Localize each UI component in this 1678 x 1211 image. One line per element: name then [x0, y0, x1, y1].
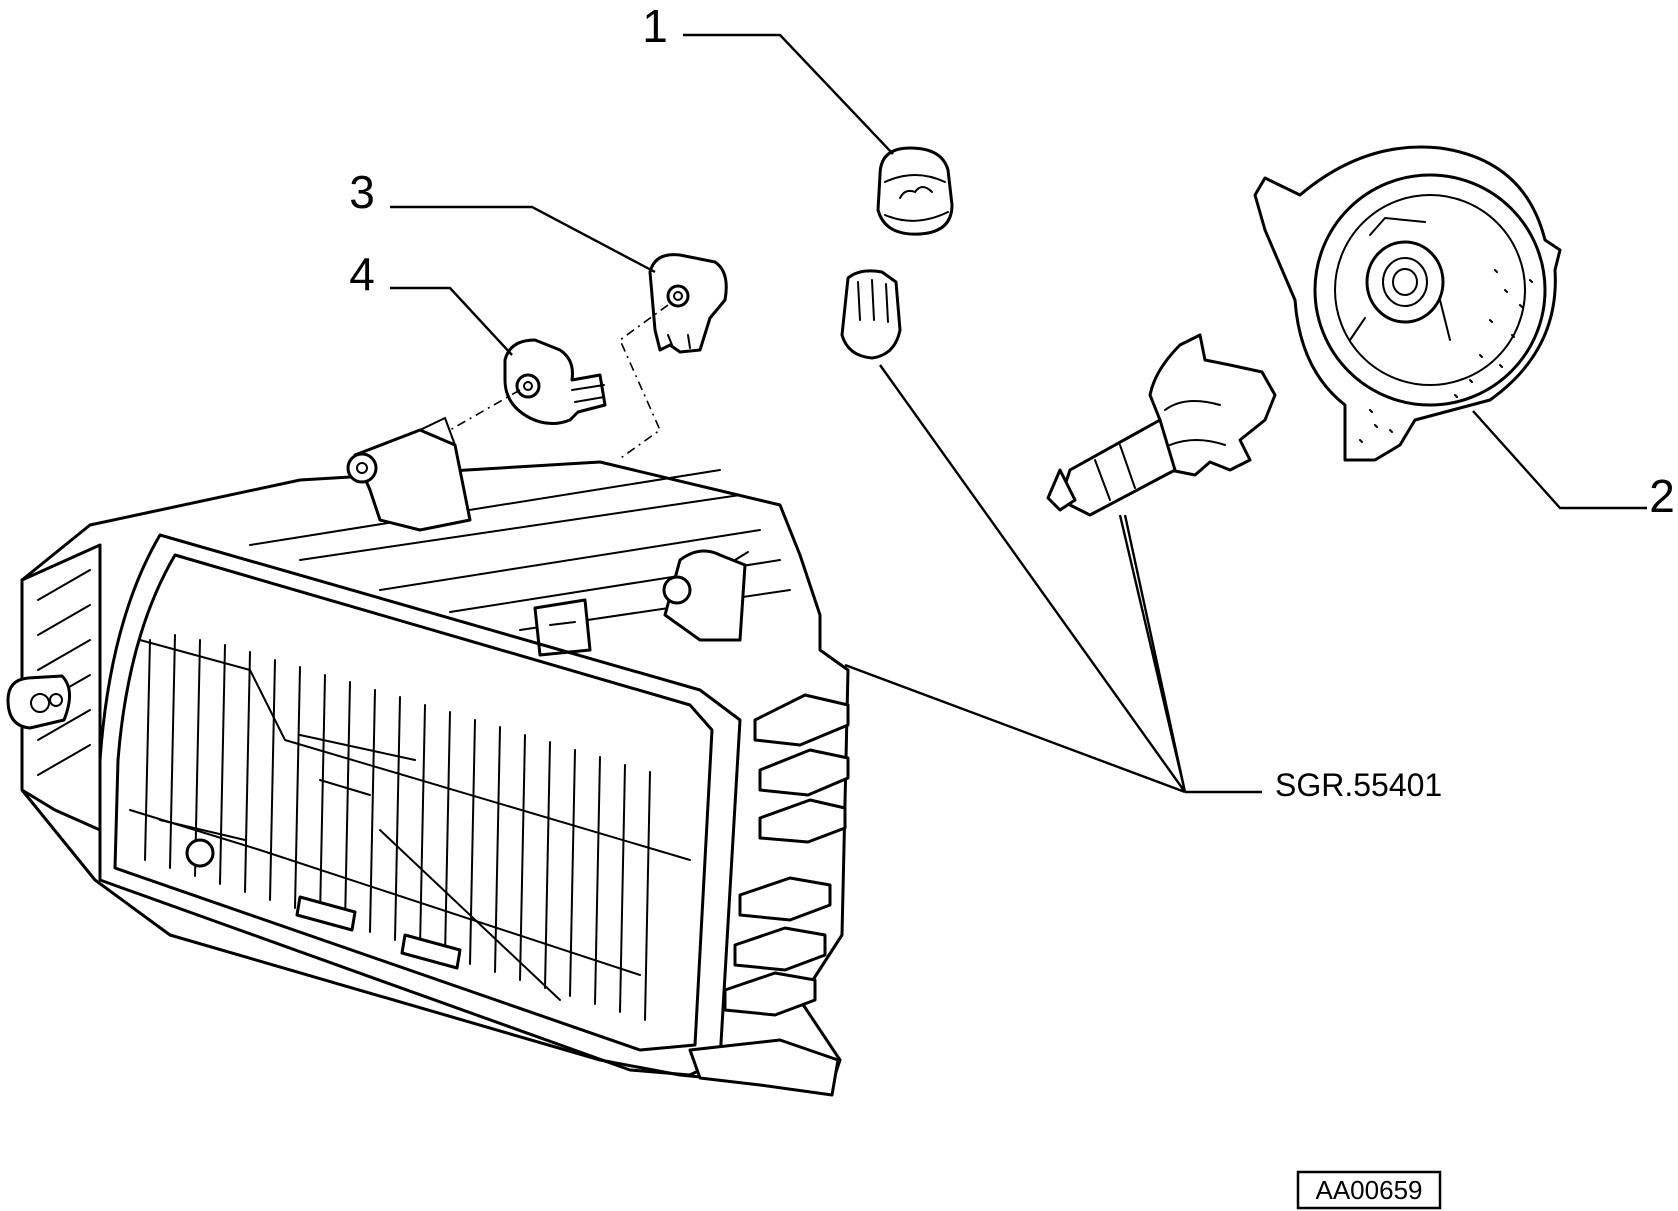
leader-4: [390, 286, 513, 356]
callout-3: 3: [349, 166, 375, 218]
callout-2: 2: [1649, 470, 1675, 522]
headlamp-assembly: [6, 416, 850, 1097]
leader-1: [683, 33, 894, 155]
callout-4: 4: [349, 248, 375, 300]
cooling-fins: [723, 693, 850, 1017]
reference-label: SGR.55401: [1275, 767, 1442, 803]
drawing-code-box: [1296, 1170, 1442, 1210]
drawing-code: AA00659: [1316, 1175, 1423, 1205]
alignment-line-3: [617, 304, 669, 461]
part-1-bulb-socket: [876, 146, 954, 236]
h4-bulb: [1046, 333, 1277, 517]
part-3-bracket: [648, 253, 728, 354]
alignment-line-4: [449, 389, 521, 431]
leader-3: [390, 205, 656, 274]
leader-sgr: [844, 364, 1262, 794]
wedge-bulb: [840, 269, 902, 360]
part-2-rear-cover: [1253, 145, 1562, 462]
part-4-adjuster-clip: [503, 338, 607, 425]
callout-1: 1: [642, 0, 668, 52]
leader-2: [1472, 410, 1647, 510]
